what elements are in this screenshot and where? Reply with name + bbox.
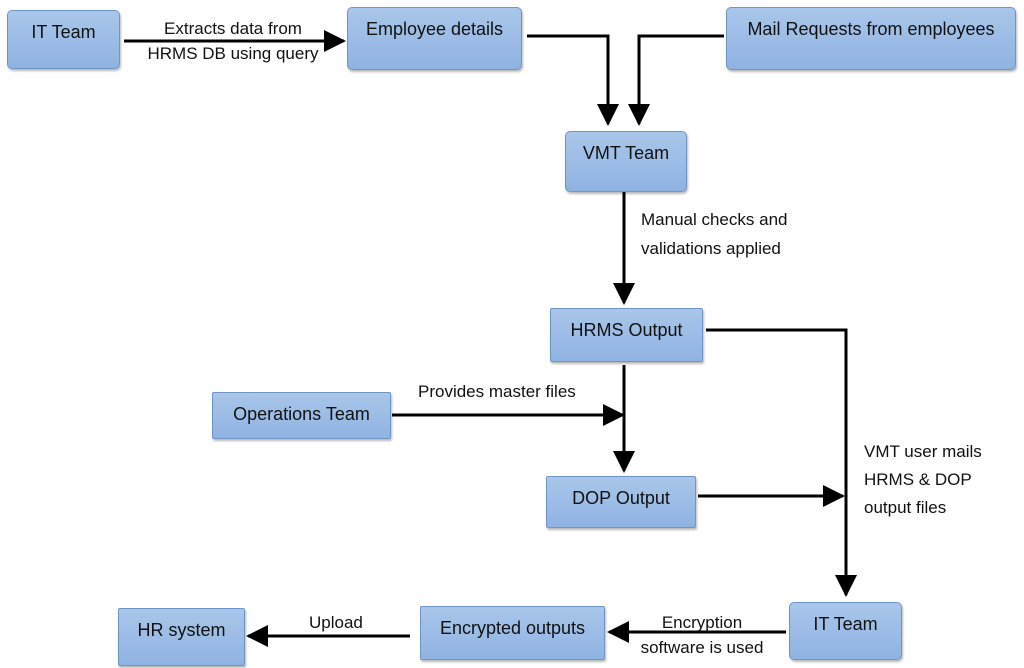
vmt-team-label: VMT Team <box>582 143 670 163</box>
hr-system-label: HR system <box>137 620 226 640</box>
edge-label-upload: Upload <box>309 613 363 632</box>
employee-details-label: Employee details <box>365 19 504 39</box>
encrypted-outputs-label: Encrypted outputs <box>439 618 586 638</box>
edge-label-extracts-line1: Extracts data from <box>164 19 302 38</box>
edge-label-manual-checks: Manual checks and validations applied <box>641 207 787 261</box>
edge-label-extracts-line2: HRMS DB using query <box>147 44 319 63</box>
edge-label-extracts: Extracts data from HRMS DB using query <box>140 16 326 66</box>
encrypted-outputs-node: Encrypted outputs <box>420 606 605 660</box>
operations-team-label: Operations Team <box>233 404 370 424</box>
arrow-mail-requests-to-vmt <box>628 34 724 126</box>
edge-label-manual-line2: validations applied <box>641 239 781 258</box>
edge-label-encryption-line1: Encryption <box>661 613 743 632</box>
it-team-top-label: IT Team <box>31 22 96 42</box>
edge-label-encryption: Encryption software is used <box>632 610 772 660</box>
hrms-output-node: HRMS Output <box>550 308 703 362</box>
it-team-top-node: IT Team <box>7 10 120 69</box>
it-team-bottom-label: IT Team <box>813 614 878 634</box>
dop-output-node: DOP Output <box>546 476 696 528</box>
vmt-team-node: VMT Team <box>565 131 687 192</box>
arrow-employee-details-to-vmt <box>527 34 619 126</box>
employee-details-node: Employee details <box>347 7 522 70</box>
arrow-hrms-output-to-it-team <box>706 328 857 597</box>
edge-label-encryption-line2: software is used <box>640 638 764 657</box>
dop-output-label: DOP Output <box>572 488 670 508</box>
hr-system-node: HR system <box>118 608 245 666</box>
mail-requests-node: Mail Requests from employees <box>726 7 1016 70</box>
edge-label-provides-master-files: Provides master files <box>418 382 576 401</box>
edge-label-manual-line1: Manual checks and <box>641 210 788 229</box>
mail-requests-label: Mail Requests from employees <box>747 19 995 39</box>
edge-label-vmt-mails-line1: VMT user mails <box>864 442 982 461</box>
hrms-output-label: HRMS Output <box>570 320 683 340</box>
edge-label-vmt-mails-line3: output files <box>864 498 947 517</box>
it-team-bottom-node: IT Team <box>789 602 902 660</box>
operations-team-node: Operations Team <box>212 392 391 439</box>
edge-label-vmt-mails-line2: HRMS & DOP <box>864 470 972 489</box>
edge-label-vmt-mails: VMT user mails HRMS & DOP output files <box>864 438 982 522</box>
